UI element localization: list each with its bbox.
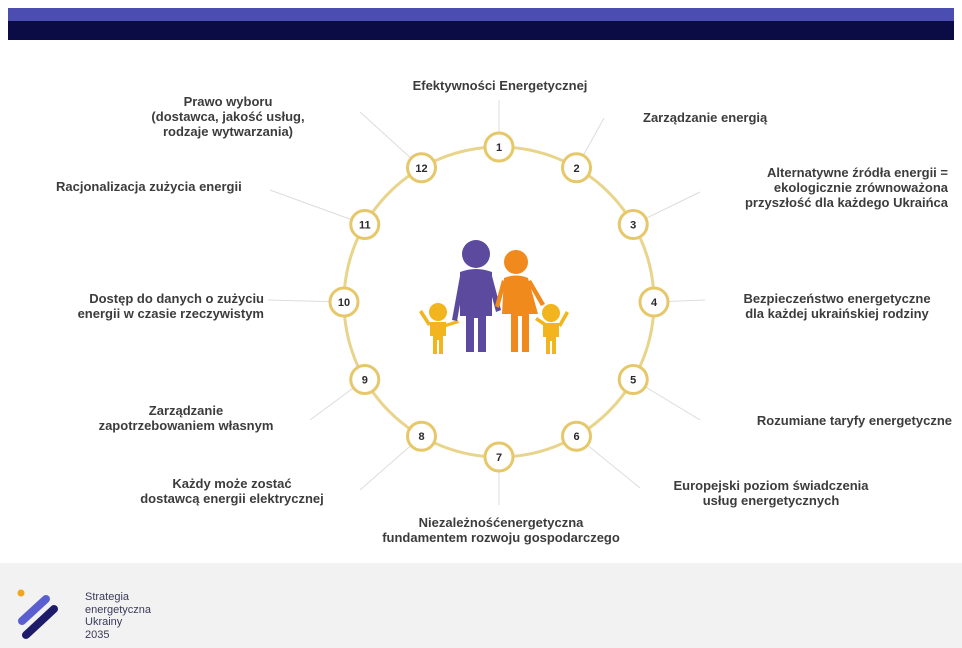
- label-1: Efektywności Energetycznej: [372, 78, 628, 93]
- label-5-text: Rozumiane taryfy energetyczne: [756, 413, 952, 428]
- node-circle-8: [406, 420, 437, 452]
- node-7: 7: [483, 441, 515, 473]
- node-4: 4: [638, 286, 670, 318]
- label-4-line-1: Bezpieczeństwo energetyczne: [743, 291, 931, 306]
- label-3-line-1: Alternatywne źródła energii =: [767, 165, 948, 180]
- header-band-top: [8, 8, 954, 21]
- child-left-icon: [419, 303, 459, 354]
- node-6: 6: [561, 420, 592, 452]
- brand-line-1: Strategia: [85, 591, 130, 603]
- label-6-line-2: usług energetycznych: [702, 493, 840, 508]
- label-7-line-1: Niezależnośćenergetyczna: [418, 515, 584, 530]
- brand-line-2: energetyczna: [85, 603, 152, 616]
- label-3-line-3: przyszłość dla każdego Ukraińca: [744, 195, 948, 210]
- family-icon: [419, 240, 569, 354]
- label-9-line-2: zapotrzebowaniem własnym: [98, 418, 274, 433]
- node-circle-3: [617, 209, 649, 240]
- label-1-text: Efektywności Energetycznej: [412, 78, 588, 93]
- label-6-line-1: Europejski poziom świadczenia: [673, 478, 869, 493]
- node-8: 8: [406, 420, 437, 452]
- label-9: Zarządzanie zapotrzebowaniem własnym: [68, 403, 304, 433]
- label-6: Europejski poziom świadczenia usług ener…: [640, 478, 902, 508]
- header-band: [8, 8, 954, 40]
- node-number-5: 5: [630, 375, 636, 387]
- brand-line-3: Ukrainy: [85, 616, 123, 628]
- label-3-line-2: ekologicznie zrównoważona: [773, 180, 948, 195]
- label-2-text: Zarządzanie energią: [643, 110, 768, 125]
- node-10: 10: [328, 286, 360, 318]
- node-number-10: 10: [338, 297, 350, 309]
- connector-line-11: [269, 189, 365, 225]
- label-3: Alternatywne źródła energii = ekologiczn…: [690, 165, 948, 210]
- node-circle-5: [617, 364, 649, 395]
- node-number-4: 4: [651, 297, 658, 309]
- mother-icon: [495, 250, 545, 352]
- node-circle-11: [349, 209, 381, 240]
- label-9-line-1: Zarządzanie: [148, 403, 224, 418]
- label-4: Bezpieczeństwo energetyczne dla każdej u…: [717, 291, 957, 321]
- node-5: 5: [617, 364, 649, 395]
- label-12-line-2: (dostawca, jakość usług,: [151, 109, 305, 124]
- node-number-6: 6: [573, 431, 579, 443]
- node-number-9: 9: [362, 375, 368, 387]
- label-11: Racjonalizacja zużycia energii: [56, 179, 242, 194]
- node-circle-9: [349, 364, 381, 395]
- label-10-line-1: Dostęp do danych o zużyciu: [89, 291, 264, 306]
- label-2: Zarządzanie energią: [643, 110, 767, 125]
- label-8: Każdy może zostać dostawcą energii elekt…: [112, 476, 352, 506]
- node-12: 12: [406, 152, 437, 184]
- label-12: Prawo wyboru (dostawca, jakość usług, ro…: [130, 94, 326, 139]
- node-number-3: 3: [630, 220, 636, 232]
- node-number-8: 8: [418, 431, 424, 443]
- footer: Strategia energetyczna Ukrainy 2035: [0, 563, 962, 648]
- node-11: 11: [349, 209, 381, 240]
- brand-text: Strategia energetyczna Ukrainy 2035: [85, 591, 151, 641]
- node-circle-6: [561, 420, 592, 452]
- label-7: Niezależnośćenergetyczna fundamentem roz…: [352, 515, 650, 545]
- label-8-line-1: Każdy może zostać: [172, 476, 292, 491]
- node-circle-12: [406, 152, 437, 184]
- label-11-text: Racjonalizacja zużycia energii: [56, 179, 242, 194]
- node-1: 1: [483, 131, 515, 163]
- label-8-line-2: dostawcą energii elektrycznej: [140, 491, 324, 506]
- header-band-bottom: [8, 21, 954, 40]
- label-10-line-2: energii w czasie rzeczywistym: [77, 306, 264, 321]
- label-7-line-2: fundamentem rozwoju gospodarczego: [382, 530, 620, 545]
- strategy-logo-icon: [17, 589, 58, 639]
- label-10: Dostęp do danych o zużyciu energii w cza…: [20, 291, 264, 321]
- node-circle-4: [638, 286, 670, 318]
- node-circle-1: [483, 131, 515, 163]
- node-number-11: 11: [359, 220, 371, 232]
- node-number-1: 1: [496, 142, 502, 154]
- father-icon: [452, 240, 501, 352]
- label-12-line-3: rodzaje wytwarzania): [162, 124, 294, 139]
- node-9: 9: [349, 364, 381, 395]
- label-5: Rozumiane taryfy energetyczne: [700, 413, 952, 428]
- node-2: 2: [561, 152, 592, 184]
- node-circle-7: [483, 441, 515, 473]
- node-number-2: 2: [573, 163, 579, 175]
- label-12-line-1: Prawo wyboru: [183, 94, 273, 109]
- node-circle-2: [561, 152, 592, 184]
- node-number-7: 7: [496, 452, 502, 464]
- child-right-icon: [535, 304, 569, 354]
- node-circle-10: [328, 286, 360, 318]
- node-number-12: 12: [415, 163, 427, 175]
- brand-line-4: 2035: [85, 628, 110, 641]
- node-3: 3: [617, 209, 649, 240]
- label-4-line-2: dla każdej ukraińskiej rodziny: [745, 306, 929, 321]
